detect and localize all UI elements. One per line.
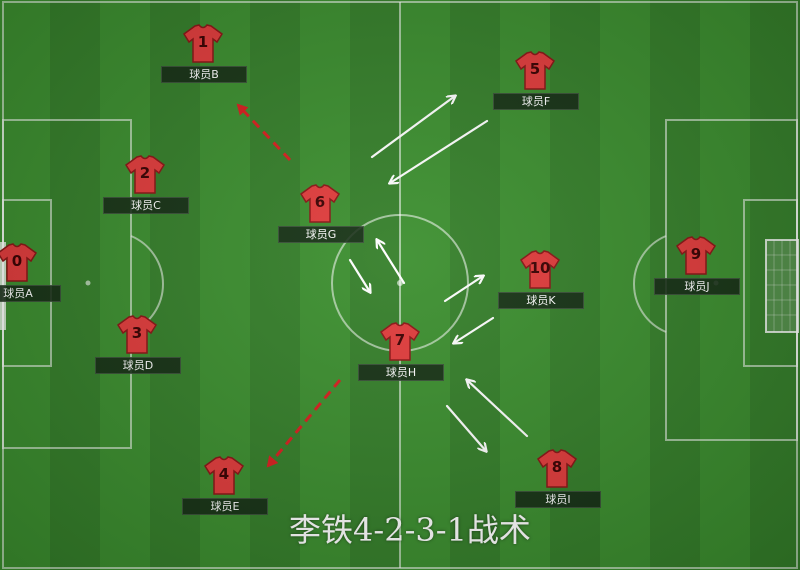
player-name-label: 球员K bbox=[498, 292, 584, 309]
player-10: 10 球员K bbox=[490, 250, 590, 310]
pass-arrow-7-to-10 bbox=[443, 276, 483, 303]
player-number: 8 bbox=[551, 458, 563, 476]
right-penalty-arc bbox=[633, 235, 667, 333]
pass-arrow-6-to-7 bbox=[348, 258, 370, 292]
player-1: 1 球员B bbox=[153, 24, 253, 84]
player-name-label: 球员A bbox=[0, 285, 61, 302]
player-number: 4 bbox=[218, 465, 230, 483]
jersey-icon: 10 bbox=[519, 250, 561, 290]
player-name-label: 球员I bbox=[515, 491, 601, 508]
jersey-icon: 9 bbox=[675, 236, 717, 276]
jersey-icon: 1 bbox=[182, 24, 224, 64]
player-9: 9 球员J bbox=[646, 236, 746, 296]
jersey-icon: 3 bbox=[116, 315, 158, 355]
formation-caption: 李铁4-2-3-1战术 bbox=[289, 511, 531, 549]
player-number: 1 bbox=[197, 33, 209, 51]
pass-arrow-7-to-6 bbox=[377, 240, 406, 285]
player-number: 7 bbox=[394, 331, 406, 349]
player-name-label: 球员E bbox=[182, 498, 268, 515]
pass-arrow-5-to-6 bbox=[390, 119, 489, 183]
player-name-label: 球员G bbox=[278, 226, 364, 243]
player-name-label: 球员J bbox=[654, 278, 740, 295]
left-penalty-spot bbox=[85, 280, 91, 286]
jersey-icon: 0 bbox=[0, 243, 38, 283]
pass-arrow-10-to-7 bbox=[454, 316, 495, 343]
center-spot bbox=[397, 280, 403, 286]
jersey-icon: 7 bbox=[379, 322, 421, 362]
pass-arrow-7-to-8 bbox=[445, 404, 486, 451]
player-name-label: 球员H bbox=[358, 364, 444, 381]
player-2: 2 球员C bbox=[95, 155, 195, 215]
player-4: 4 球员E bbox=[174, 456, 274, 516]
player-number: 3 bbox=[131, 324, 143, 342]
jersey-icon: 5 bbox=[514, 51, 556, 91]
pass-arrow-6-to-5 bbox=[370, 96, 455, 159]
player-name-label: 球员C bbox=[103, 197, 189, 214]
jersey-icon: 8 bbox=[536, 449, 578, 489]
player-6: 6 球员G bbox=[270, 184, 370, 244]
jersey-icon: 6 bbox=[299, 184, 341, 224]
player-goalkeeper: 0 球员A bbox=[0, 243, 67, 303]
player-number: 0 bbox=[11, 252, 23, 270]
player-number: 5 bbox=[529, 60, 541, 78]
player-name-label: 球员B bbox=[161, 66, 247, 83]
player-5: 5 球员F bbox=[485, 51, 585, 111]
right-goal-net bbox=[765, 239, 799, 333]
player-name-label: 球员F bbox=[493, 93, 579, 110]
run-arrow-e bbox=[266, 379, 342, 468]
player-number: 10 bbox=[529, 259, 551, 277]
player-7: 7 球员H bbox=[350, 322, 450, 382]
player-number: 9 bbox=[690, 245, 702, 263]
player-number: 2 bbox=[139, 164, 151, 182]
jersey-icon: 2 bbox=[124, 155, 166, 195]
player-8: 8 球员I bbox=[507, 449, 607, 509]
player-name-label: 球员D bbox=[95, 357, 181, 374]
jersey-icon: 4 bbox=[203, 456, 245, 496]
pass-arrow-8-to-7 bbox=[467, 380, 529, 438]
player-3: 3 球员D bbox=[87, 315, 187, 375]
player-number: 6 bbox=[314, 193, 326, 211]
run-arrow-b bbox=[236, 103, 292, 162]
